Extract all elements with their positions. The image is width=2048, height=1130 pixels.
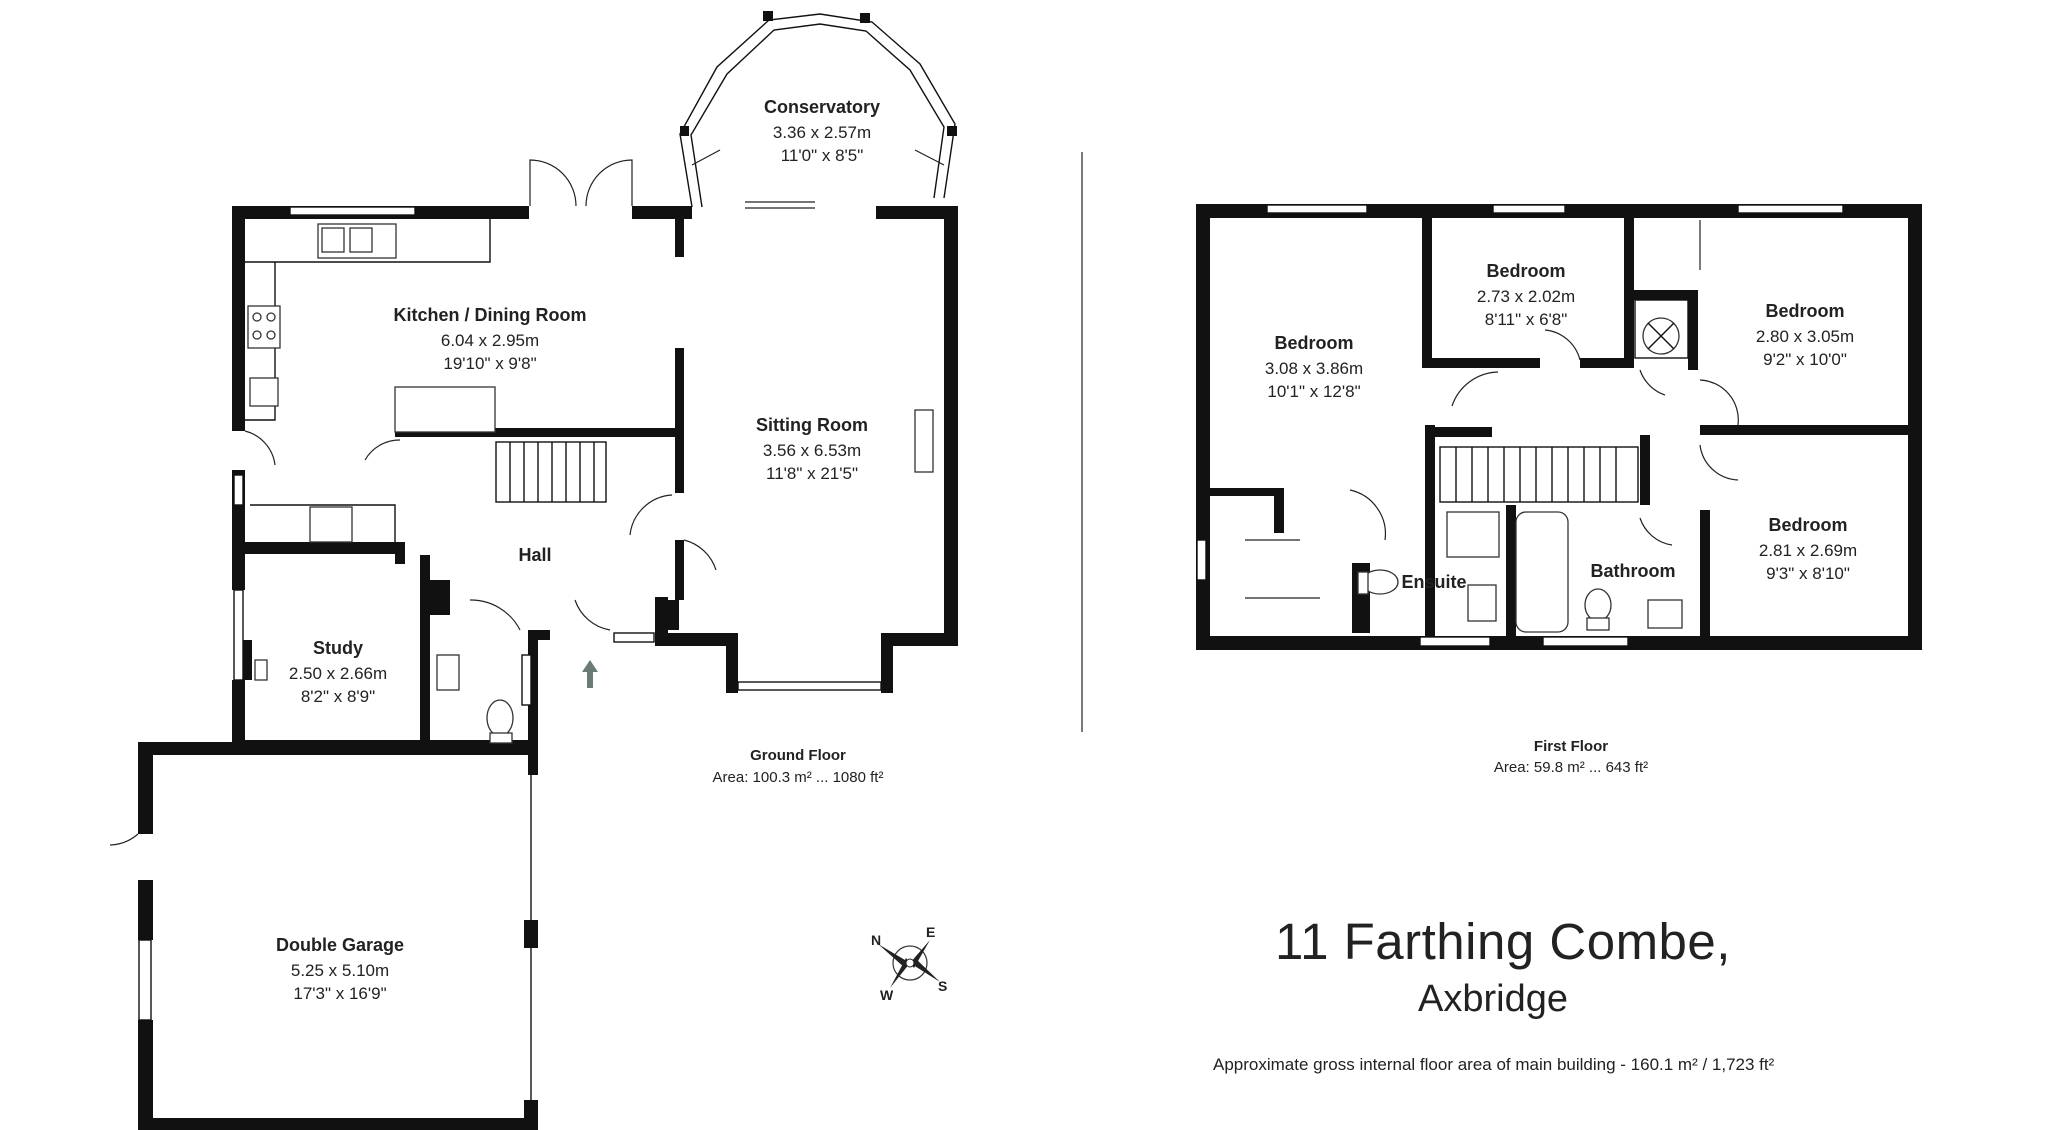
sitting-room-metric: 3.56 x 6.53m <box>763 441 861 460</box>
compass-icon: N E S W <box>871 924 947 1003</box>
kitchen-fixtures <box>245 219 934 744</box>
first-floor-label: First Floor <box>1534 738 1608 755</box>
garage-imperial: 17'3" x 16'9" <box>293 984 386 1003</box>
basin-icon <box>436 654 460 691</box>
bedroom-1-name: Bedroom <box>1274 333 1353 353</box>
kitchen-metric: 6.04 x 2.95m <box>441 331 539 350</box>
bedroom-2-metric: 2.73 x 2.02m <box>1477 287 1575 306</box>
kitchen-imperial: 19'10" x 9'8" <box>443 354 536 373</box>
conservatory-imperial: 11'0" x 8'5" <box>781 146 864 165</box>
ensuite-name: Ensuite <box>1401 572 1466 592</box>
bedroom-4-imperial: 9'3" x 8'10" <box>1766 564 1850 583</box>
garage-walls <box>138 742 538 1130</box>
hob-icon <box>247 305 281 349</box>
hall-name: Hall <box>518 545 551 565</box>
compass-n: N <box>871 932 881 948</box>
gross-area-note: Approximate gross internal floor area of… <box>1213 1055 1775 1074</box>
compass-w: W <box>880 987 894 1003</box>
compass-e: E <box>926 924 935 940</box>
ground-doors <box>109 159 815 846</box>
first-windows <box>1196 204 1844 647</box>
bathroom-basin-icon <box>1647 599 1683 629</box>
oven-icon <box>249 377 279 407</box>
garage-name: Double Garage <box>276 935 404 955</box>
bedroom-3-name: Bedroom <box>1765 301 1844 321</box>
bedroom-2-imperial: 8'11" x 6'8" <box>1485 310 1568 329</box>
entrance-arrow-icon <box>582 660 598 688</box>
ground-floor-area: Area: 100.3 m² ... 1080 ft² <box>713 769 884 786</box>
first-floor-plan: Bedroom 3.08 x 3.86m 10'1" x 12'8" Bedro… <box>1196 204 1922 776</box>
address-line-1: 11 Farthing Combe, <box>1275 913 1731 970</box>
bathroom-name: Bathroom <box>1591 561 1676 581</box>
ground-floor-label: Ground Floor <box>750 747 846 764</box>
bedroom-1-imperial: 10'1" x 12'8" <box>1267 382 1360 401</box>
bath-icon <box>1515 511 1569 633</box>
study-metric: 2.50 x 2.66m <box>289 664 387 683</box>
address-line-2: Axbridge <box>1418 978 1568 1020</box>
kitchen-name: Kitchen / Dining Room <box>394 305 587 325</box>
fireplace-icon <box>914 409 934 473</box>
bathroom-wc-icon <box>1584 588 1612 622</box>
ensuite-basin-icon <box>1467 584 1497 622</box>
sitting-room-name: Sitting Room <box>756 415 868 435</box>
ground-stairs <box>495 441 607 503</box>
ground-windows <box>138 206 882 1021</box>
first-floor-area: Area: 59.8 m² ... 643 ft² <box>1494 759 1648 776</box>
bedroom-4-metric: 2.81 x 2.69m <box>1759 541 1857 560</box>
shower-icon <box>1446 511 1500 558</box>
wc-icon <box>486 699 514 737</box>
sitting-room-imperial: 11'8" x 21'5" <box>766 464 858 483</box>
first-doors <box>1245 220 1739 599</box>
bedroom-3-imperial: 9'2" x 10'0" <box>1763 350 1847 369</box>
bedroom-2-name: Bedroom <box>1486 261 1565 281</box>
bedroom-4-name: Bedroom <box>1768 515 1847 535</box>
first-fixtures <box>1357 299 1689 633</box>
conservatory-walls <box>679 11 957 208</box>
conservatory-name: Conservatory <box>764 97 880 117</box>
garage-metric: 5.25 x 5.10m <box>291 961 389 980</box>
ground-floor-plan: Conservatory 3.36 x 2.57m 11'0" x 8'5" K… <box>109 11 958 1130</box>
bedroom-1-metric: 3.08 x 3.86m <box>1265 359 1363 378</box>
conservatory-metric: 3.36 x 2.57m <box>773 123 871 142</box>
compass-s: S <box>938 978 947 994</box>
study-name: Study <box>313 638 363 658</box>
utility-appliance-icon <box>309 506 353 543</box>
study-imperial: 8'2" x 8'9" <box>301 687 375 706</box>
bedroom-3-metric: 2.80 x 3.05m <box>1756 327 1854 346</box>
